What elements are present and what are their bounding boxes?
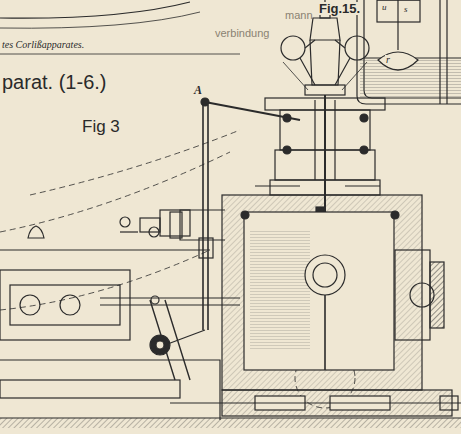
figure-label: Fig 3 — [82, 118, 120, 135]
point-letter: A — [193, 84, 203, 96]
crosshead-frame — [0, 226, 240, 420]
bleed-through-text: verbindung — [215, 28, 269, 39]
figure-label: Fig.15. — [318, 2, 361, 15]
cylinder — [170, 195, 444, 390]
heading-fragment: tes Corlißapparates. — [2, 40, 84, 50]
part-letter: u — [381, 3, 388, 12]
fig15-vessel — [357, 0, 461, 104]
valve-chest — [0, 390, 461, 428]
bleed-through-text: mann — [285, 10, 313, 21]
curve-line — [0, 2, 190, 18]
part-letter: s — [403, 5, 409, 14]
part-letter: r — [385, 55, 391, 65]
governor — [281, 0, 369, 95]
lever-rods — [120, 105, 213, 380]
heading-fragment: parat. (1-6.) — [2, 72, 106, 92]
